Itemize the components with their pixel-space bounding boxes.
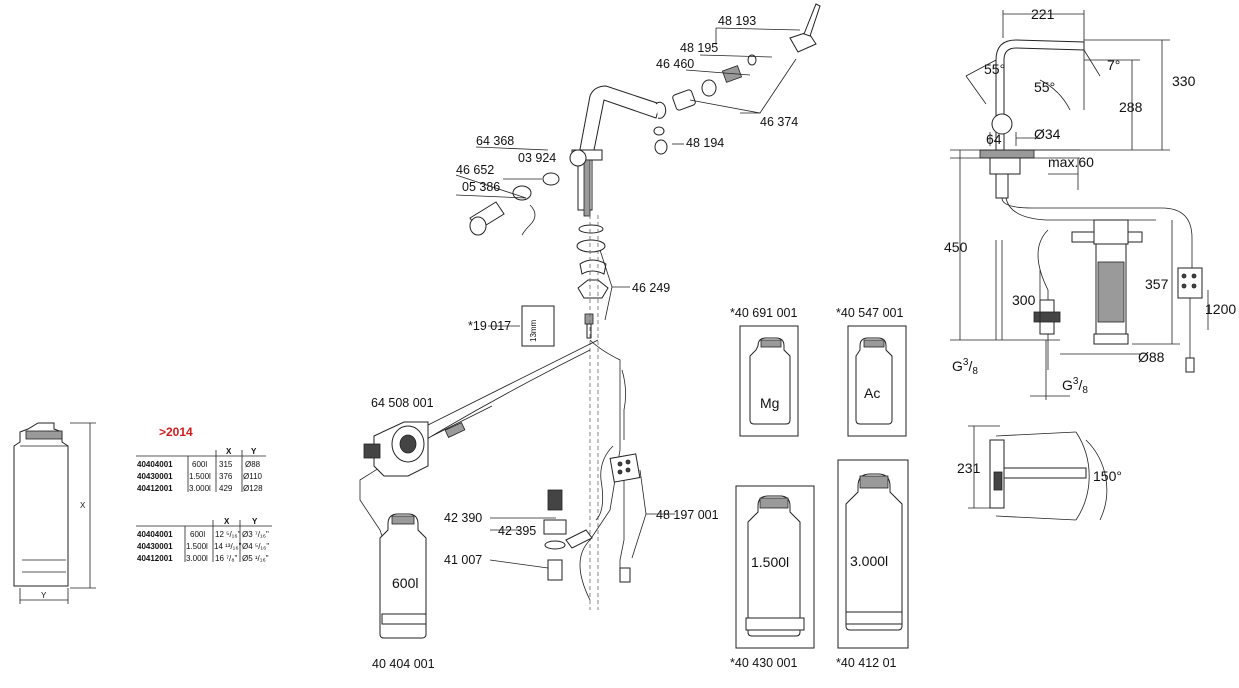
- label-42390: 42 390: [444, 511, 482, 525]
- label-03924: 03 924: [518, 151, 556, 165]
- label-46652: 46 652: [456, 163, 494, 177]
- dim-357: 357: [1145, 276, 1169, 292]
- dim-88: Ø88: [1138, 349, 1165, 365]
- metric-r1-code: 40430001: [137, 472, 173, 481]
- imperial-header-y: Y: [252, 517, 258, 526]
- label-41007: 41 007: [444, 553, 482, 567]
- metric-r2-code: 40412001: [137, 484, 173, 493]
- metric-r0-vol: 600l: [192, 460, 207, 469]
- imperial-r0-vol: 600l: [190, 530, 205, 539]
- cartridge-mg-label: Mg: [760, 395, 779, 411]
- label-64508001: 64 508 001: [371, 396, 434, 410]
- label-64368: 64 368: [476, 134, 514, 148]
- metric-table: X Y 40404001 600l 315 Ø88 40430001 1.500…: [136, 447, 266, 493]
- dim-231: 231: [957, 460, 981, 476]
- label-48194: 48 194: [686, 136, 724, 150]
- part-labels: 48 193 48 195 46 460 46 374 64 368 03 92…: [371, 14, 798, 671]
- left-cartridge-outline: [13, 422, 69, 587]
- metric-header-x: X: [226, 447, 232, 456]
- dim-max60: max.60: [1048, 154, 1094, 170]
- label-40691001: *40 691 001: [730, 306, 797, 320]
- imperial-r1-y: Ø4 ⁵/₁₆": [242, 542, 269, 551]
- label-40404001: 40 404 001: [372, 657, 435, 671]
- imperial-r1-vol: 1.500l: [186, 542, 208, 551]
- cartridge-1500l-box: *40 430 001 1.500l: [730, 485, 815, 670]
- cartridge-600l: 600l: [379, 513, 427, 639]
- metric-header-y: Y: [251, 447, 257, 456]
- cartridge-1500l-label: 1.500l: [751, 554, 789, 570]
- installation-drawing: [950, 10, 1209, 521]
- imperial-r2-y: Ø5 ¹/₁₆": [242, 554, 269, 563]
- dim-330: 330: [1172, 73, 1196, 89]
- imperial-r0-y: Ø3 ⁷/₁₆": [242, 530, 269, 539]
- metric-r0-y: Ø88: [245, 460, 261, 469]
- metric-r0-x: 315: [219, 460, 233, 469]
- imperial-r2-code: 40412001: [137, 554, 173, 563]
- dimension-labels: 221 55° 7° 55° 330 288 64 Ø34 max.60 450…: [944, 6, 1236, 484]
- dim-55a: 55°: [984, 61, 1005, 77]
- cartridge-600l-label: 600l: [392, 575, 418, 591]
- label-40430001: *40 430 001: [730, 656, 797, 670]
- label-48195: 48 195: [680, 41, 718, 55]
- dim-g2: G3/8: [1062, 376, 1088, 396]
- dim-64: 64: [986, 131, 1002, 147]
- label-46460: 46 460: [656, 57, 694, 71]
- imperial-r1-code: 40430001: [137, 542, 173, 551]
- dim-1200: 1200: [1205, 301, 1236, 317]
- metric-r1-x: 376: [219, 472, 233, 481]
- label-46249: 46 249: [632, 281, 670, 295]
- metric-r2-y: Ø128: [243, 484, 263, 493]
- dim-34: Ø34: [1034, 126, 1061, 142]
- imperial-r0-code: 40404001: [137, 530, 173, 539]
- dim-450: 450: [944, 239, 968, 255]
- dim-300: 300: [1012, 292, 1036, 308]
- left-x-dimension: X: [70, 422, 96, 589]
- date-note: >2014: [159, 425, 193, 439]
- cartridge-mg-box: *40 691 001 Mg: [730, 306, 799, 437]
- dim-221: 221: [1031, 6, 1055, 22]
- imperial-table: X Y 40404001 600l 12 ⁵/₁₆" Ø3 ⁷/₁₆" 4043…: [136, 517, 272, 563]
- label-05386: 05 386: [462, 180, 500, 194]
- label-48193: 48 193: [718, 14, 756, 28]
- y-axis-label: Y: [41, 591, 47, 600]
- label-19017: *19 017: [468, 319, 511, 333]
- label-13mm: 13mm: [529, 319, 538, 342]
- imperial-r1-x: 14 ¹³/₁₆": [214, 542, 242, 551]
- dim-7: 7°: [1107, 57, 1120, 73]
- imperial-header-x: X: [224, 517, 230, 526]
- label-40412001: *40 412 01: [836, 656, 897, 670]
- dim-288: 288: [1119, 99, 1143, 115]
- cartridge-ac-box: *40 547 001 Ac: [836, 306, 907, 437]
- label-48197001: 48 197 001: [656, 508, 719, 522]
- cartridge-ac-label: Ac: [864, 385, 880, 401]
- dim-g1: G3/8: [952, 357, 978, 377]
- imperial-r2-vol: 3.000l: [186, 554, 208, 563]
- leader-lines: [455, 27, 801, 569]
- metric-r1-y: Ø110: [243, 472, 263, 481]
- cartridge-3000l-box: *40 412 01 3.000l: [836, 459, 909, 670]
- label-40547001: *40 547 001: [836, 306, 903, 320]
- x-axis-label: X: [80, 501, 86, 510]
- label-46374: 46 374: [760, 115, 798, 129]
- dim-150: 150°: [1093, 468, 1122, 484]
- left-y-dimension: Y: [19, 588, 69, 604]
- metric-r2-x: 429: [219, 484, 233, 493]
- imperial-r2-x: 16 ⁷/₈": [215, 554, 238, 563]
- dim-55b: 55°: [1034, 79, 1055, 95]
- cartridge-3000l-label: 3.000l: [850, 553, 888, 569]
- metric-r2-vol: 3.000l: [189, 484, 211, 493]
- metric-r0-code: 40404001: [137, 460, 173, 469]
- imperial-r0-x: 12 ⁵/₁₆": [215, 530, 241, 539]
- faucet-exploded-view: [359, 3, 821, 610]
- metric-r1-vol: 1.500l: [189, 472, 211, 481]
- label-42395: 42 395: [498, 524, 536, 538]
